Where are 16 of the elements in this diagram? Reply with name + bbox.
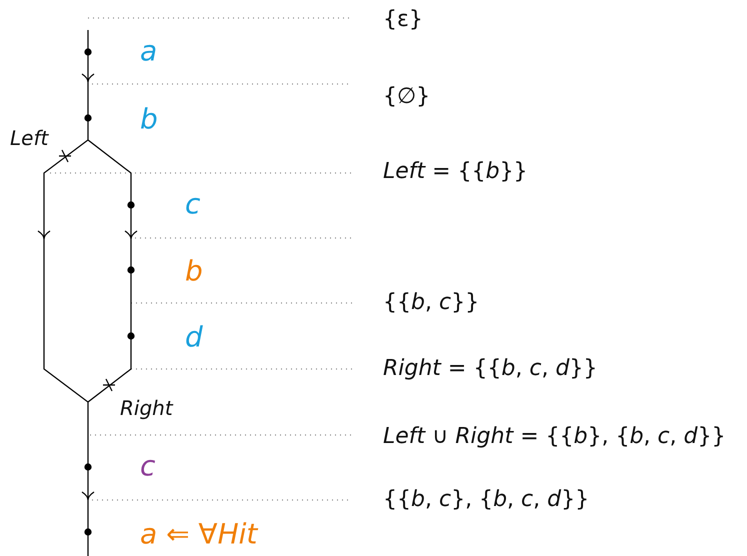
branch-label: Right <box>120 397 173 419</box>
event-label: b <box>185 256 203 288</box>
set-annotation: {{b, c}, {b, c, d}} <box>383 488 590 512</box>
set-annotation: {∅} <box>383 84 430 110</box>
set-annotation: Right = {{b, c, d}} <box>383 356 598 382</box>
set-annotation: {ε} <box>383 8 423 32</box>
event-label: a ⇐ ∀Hit <box>140 520 258 550</box>
event-label: c <box>185 190 200 220</box>
set-annotation: Left ∪ Right = {{b}, {b, c, d}} <box>383 424 726 450</box>
event-label: d <box>185 322 203 354</box>
set-annotation: Left = {{b}} <box>383 160 528 184</box>
event-label: b <box>140 104 158 136</box>
branch-label: Left <box>10 127 48 149</box>
event-label: a <box>140 36 158 68</box>
event-label: c <box>140 452 156 482</box>
set-annotation: {{b, c}} <box>383 290 480 316</box>
